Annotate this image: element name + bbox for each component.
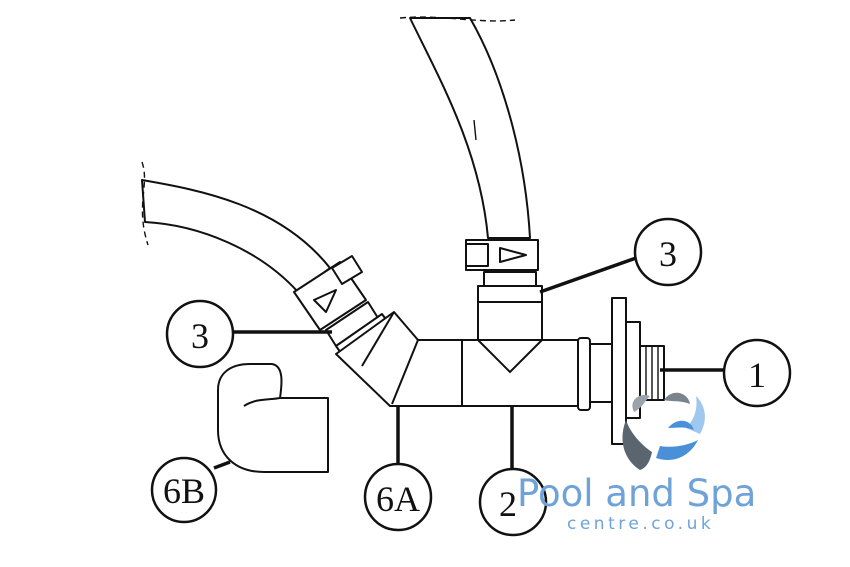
callout-label: 3 xyxy=(659,234,677,274)
callout-elbow-90: 6B xyxy=(150,456,218,524)
elbow-90-part xyxy=(217,363,329,473)
callout-label: 3 xyxy=(191,316,209,356)
callout-label: 6B xyxy=(163,471,205,511)
callout-tee-piece: 2 xyxy=(478,467,548,537)
callout-label: 6A xyxy=(376,479,420,519)
logo-domain: centre.co.uk xyxy=(567,514,714,534)
callout-wall-fitting: 1 xyxy=(722,338,792,408)
callout-label: 2 xyxy=(499,484,517,524)
callout-label: 1 xyxy=(748,355,766,395)
leader-lines xyxy=(213,256,728,474)
elbow-45-part xyxy=(335,311,463,407)
callout-hose-clamp-right: 3 xyxy=(633,217,703,287)
left-hose xyxy=(141,161,331,293)
logo-name: Pool and Spa xyxy=(517,472,756,515)
callout-hose-clamp-left: 3 xyxy=(165,299,235,369)
hose-clamp-right-part xyxy=(465,239,543,303)
water-drops-icon xyxy=(622,392,705,470)
tee-piece-part xyxy=(461,301,617,411)
wall-fitting-part xyxy=(611,297,665,445)
callout-elbow-45: 6A xyxy=(363,462,433,532)
upper-hose xyxy=(399,16,531,239)
logo: Pool and Spa centre.co.uk xyxy=(517,392,756,534)
